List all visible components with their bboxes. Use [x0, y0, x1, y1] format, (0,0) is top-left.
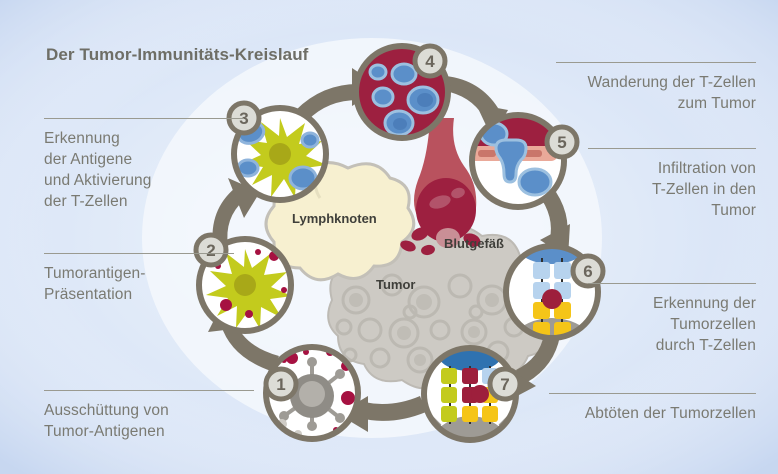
step-label-text: Infiltration von T-Zellen in den Tumor: [651, 160, 756, 219]
step-badge-number: 5: [557, 133, 566, 152]
label-rule: [549, 393, 756, 394]
label-rule: [44, 390, 254, 391]
step-badge-1[interactable]: 1: [263, 366, 299, 402]
step-label-text: Ausschüttung von Tumor-Antigenen: [44, 402, 169, 440]
scene-label-lymph-node: Lymphknoten: [292, 211, 377, 226]
step-badge-number: 4: [425, 52, 435, 71]
step-label-text: Erkennung der Antigene und Aktivierung d…: [44, 130, 152, 210]
step-label-text: Abtöten der Tumorzellen: [584, 405, 756, 422]
label-rule: [44, 253, 234, 254]
step-badge-number: 2: [206, 241, 215, 260]
step-badge-7[interactable]: 7: [487, 366, 523, 402]
step-label-text: Erkennung der Tumorzellen durch T-Zellen: [653, 295, 756, 354]
step-label-3: Erkennung der Antigene und Aktivierung d…: [44, 118, 244, 212]
t-cells: [368, 62, 440, 137]
dying-tumor-cell: [279, 357, 345, 431]
step-label-7: Abtöten der Tumorzellen: [549, 393, 756, 424]
page-title: Der Tumor-Immunitäts-Kreislauf: [46, 45, 309, 64]
label-rule: [588, 148, 756, 149]
step-badge-number: 1: [276, 375, 285, 394]
step-label-2: Tumorantigen- Präsentation: [44, 253, 234, 305]
step-circle-1[interactable]: [263, 344, 361, 442]
step-circle-6[interactable]: [503, 230, 601, 360]
step-label-4: Wanderung der T-Zellen zum Tumor: [556, 62, 756, 114]
antigen: [471, 385, 489, 403]
label-rule: [556, 62, 756, 63]
step-label-1: Ausschüttung von Tumor-Antigenen: [44, 390, 254, 442]
antigen-dots: [215, 249, 287, 318]
step-label-text: Wanderung der T-Zellen zum Tumor: [587, 74, 756, 112]
antigen: [542, 289, 562, 309]
step-label-text: Tumorantigen- Präsentation: [44, 265, 146, 303]
step-badge-6[interactable]: 6: [570, 253, 606, 289]
step-badge-5[interactable]: 5: [544, 124, 580, 160]
label-rule: [588, 283, 756, 284]
step-label-6: Erkennung der Tumorzellen durch T-Zellen: [588, 283, 756, 356]
arrow-2-to-3: [212, 178, 260, 246]
scene-label-blood-vessel: Blutgefäß: [444, 236, 504, 251]
step-number-badges: 1 2 3 4 5 6 7: [193, 43, 606, 402]
step-badge-number: 7: [500, 375, 509, 394]
scene-label-tumor: Tumor: [376, 277, 416, 292]
step-label-5: Infiltration von T-Zellen in den Tumor: [588, 148, 756, 221]
step-circle-5[interactable]: [468, 112, 567, 210]
step-badge-number: 3: [239, 109, 248, 128]
step-badge-number: 6: [583, 262, 592, 281]
label-rule: [44, 118, 244, 119]
step-badge-4[interactable]: 4: [412, 43, 448, 79]
blood-vessel-organ: [400, 118, 481, 256]
step-badge-2[interactable]: 2: [193, 232, 229, 268]
